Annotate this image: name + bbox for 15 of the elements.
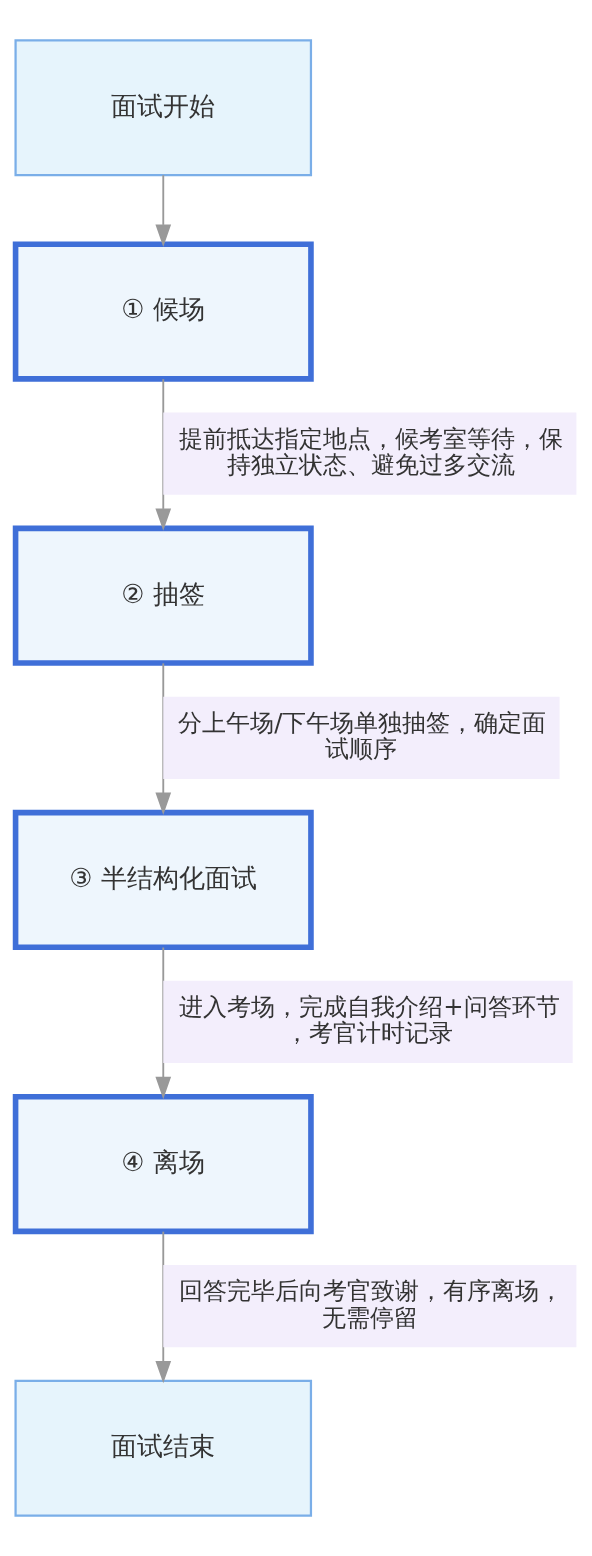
arrow [155, 174, 172, 247]
node-box: ④ 离场 [12, 1093, 314, 1235]
node-box: 面试开始 [14, 39, 313, 177]
node-box: 面试结束 [14, 1379, 313, 1517]
edge-label: 回答完毕后向考官致谢，有序离场，无需停留 [179, 1276, 564, 1332]
node-box: ① 候场 [12, 241, 314, 382]
edge-label: 进入考场，完成自我介绍+问答环节，考官计时记录 [179, 992, 560, 1048]
arrow [155, 946, 172, 1100]
edge-label: 提前抵达指定地点，候考室等待，保持独立状态、避免过多交流 [179, 423, 564, 480]
arrow [155, 662, 172, 815]
arrow [155, 378, 172, 531]
node-box: ② 抽签 [12, 525, 314, 666]
edge-label: 分上午场/下午场单独抽签，确定面试顺序 [178, 708, 547, 764]
node-box: ③ 半结构化面试 [12, 809, 314, 950]
arrow [155, 1230, 172, 1384]
